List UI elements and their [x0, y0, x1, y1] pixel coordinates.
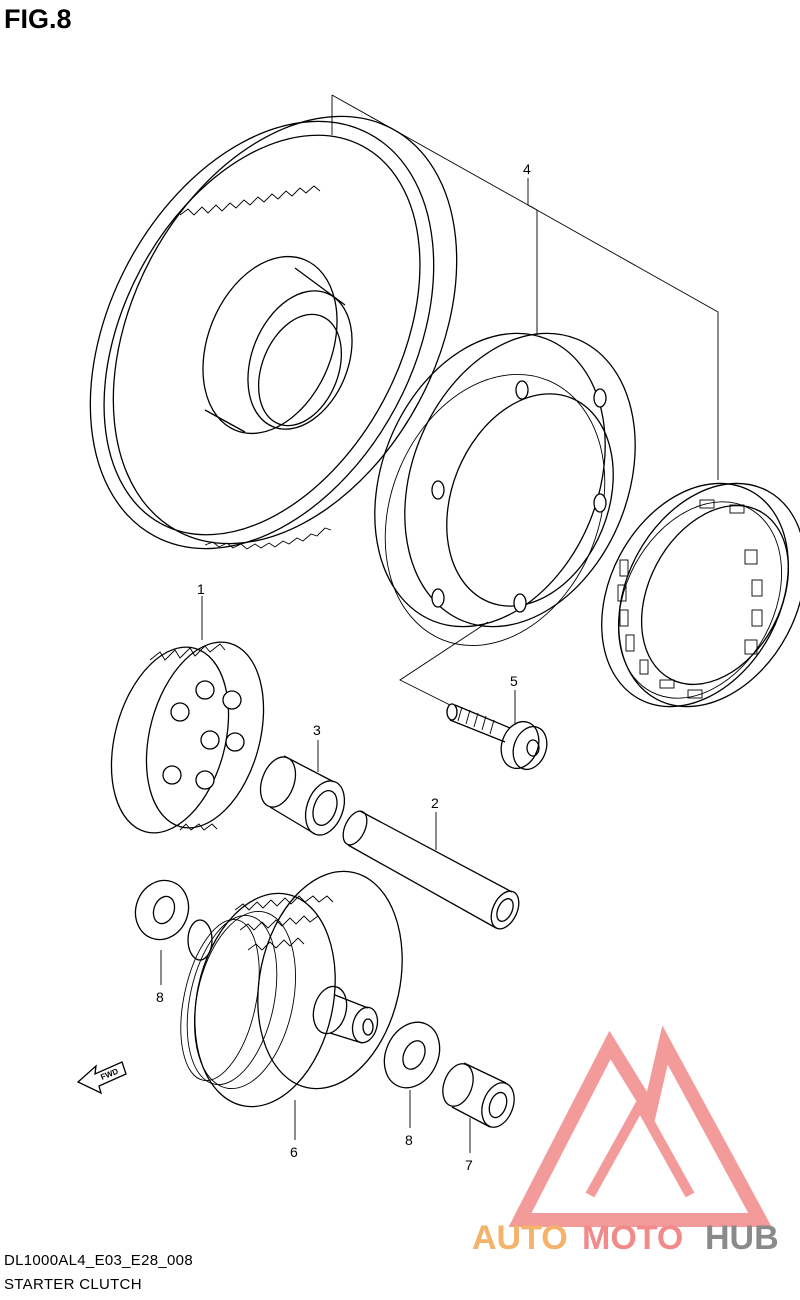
callout-6: 6: [290, 1144, 298, 1160]
model-code: DL1000AL4_E03_E28_008: [4, 1252, 193, 1269]
figure-title: FIG.8: [4, 4, 72, 34]
callout-1: 1: [197, 581, 205, 597]
idle-gear: [110, 641, 265, 834]
washer-right: [383, 1021, 441, 1089]
callout-7: 7: [465, 1157, 473, 1173]
fwd-arrow: FWD: [76, 1061, 127, 1095]
callout-3: 3: [313, 722, 321, 738]
one-way-clutch: [601, 482, 800, 708]
callout-5: 5: [510, 673, 518, 689]
watermark-word-2: MOTO: [582, 1219, 683, 1257]
callout-8-upper: 8: [156, 989, 164, 1005]
shaft: [342, 810, 520, 930]
watermark-logo: [508, 1025, 772, 1227]
washer-left: [134, 879, 190, 941]
bolt: [446, 703, 548, 771]
starter-clutch-body: [374, 332, 636, 646]
leader-lines: [160, 94, 719, 1153]
section-name: STARTER CLUTCH: [4, 1276, 142, 1293]
callout-2: 2: [431, 795, 439, 811]
bushing: [259, 755, 346, 836]
starter-driven-gear: [89, 115, 458, 550]
callout-4: 4: [523, 161, 531, 177]
callout-8-lower: 8: [405, 1132, 413, 1148]
watermark-text: AUTO MOTO HUB: [472, 1219, 779, 1257]
clutch-housing: [180, 870, 403, 1108]
callout-labels: 1 2 3 4 5 6 7 8 8: [156, 161, 531, 1173]
watermark-word-3: HUB: [705, 1219, 779, 1257]
watermark-word-1: AUTO: [472, 1219, 568, 1257]
bushing-small: [442, 1062, 515, 1128]
